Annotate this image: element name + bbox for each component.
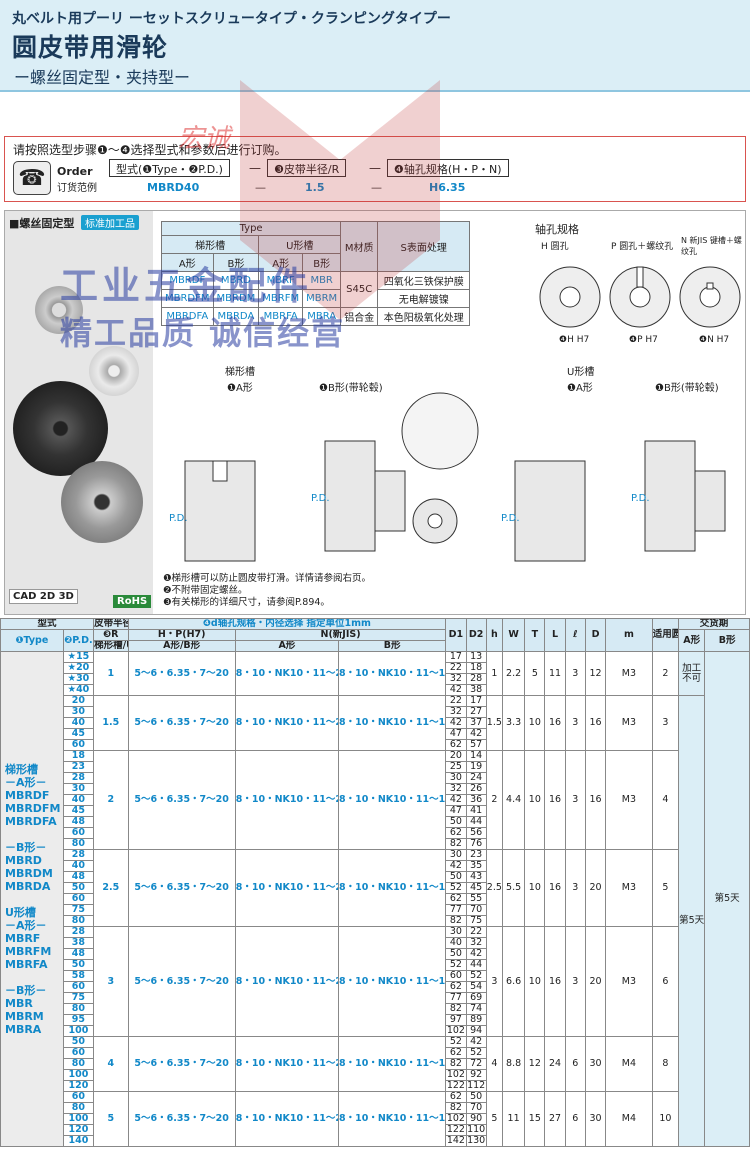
page-header: 丸ベルト用プーリ ーセットスクリュータイプ・クランピングタイプー 圆皮带用滑轮 …: [0, 0, 750, 92]
cad-badge[interactable]: CAD 2D 3D: [9, 589, 78, 604]
svg-text:P.D.: P.D.: [501, 513, 520, 524]
example-radius: 1.5: [305, 181, 325, 194]
order-label-cn: 订货范例: [57, 183, 97, 194]
type-pd-box: 型式(❶Type・❷P.D.): [109, 159, 230, 177]
shaft-spec: 轴孔规格 H 圆孔 P 圆孔＋螺纹孔 N 新JIS 键槽＋螺纹孔 ❹H H7 ❹…: [535, 221, 745, 345]
rohs-badge: RoHS: [113, 595, 152, 608]
pulley-photo-4: [61, 461, 143, 543]
order-label-en: Order: [57, 165, 93, 178]
order-example-panel: 请按照选型步骤❶～❹选择型式和参数后进行订购。 ☎ Order 订货范例 型式(…: [4, 136, 746, 202]
shaft-hole-drawings: [539, 266, 741, 328]
example-bore: H6.35: [429, 181, 466, 194]
spec-table: 型式皮带半径❹d轴孔规格・内径选择 指定单位1mmD1D2hWTLℓDm适用圆皮…: [0, 618, 750, 1147]
notes: ❶梯形槽可以防止圆皮带打滑。详情请参阅右页。❷不附带固定螺丝。❸有关梯形的详细尺…: [163, 573, 372, 608]
pulley-photo-1: [35, 286, 83, 334]
standard-badge: 标准加工品: [81, 215, 139, 230]
radius-box: ❸皮带半径/R: [267, 159, 347, 177]
example-type: MBRD40: [147, 181, 200, 194]
product-section: ■螺丝固定型 标准加工品 CAD 2D 3D RoHS Type M材质 S表面…: [4, 210, 746, 615]
watermark-line2: 精工品质 诚信经营: [60, 314, 346, 352]
table-row: 梯形槽 －A形－ MBRDF MBRDFM MBRDFA －B形－ MBRD M…: [0, 651, 750, 1147]
phone-icon: ☎: [13, 161, 51, 195]
svg-text:P.D.: P.D.: [311, 493, 330, 504]
japanese-title: 丸ベルト用プーリ ーセットスクリュータイプ・クランピングタイプー: [12, 11, 451, 27]
order-hint: 请按照选型步骤❶～❹选择型式和参数后进行订购。: [13, 143, 287, 157]
pulley-drawings: P.D. P.D. P.D. P.D.: [169, 392, 726, 562]
watermark-line1: 工业五金配件: [60, 264, 313, 308]
page-subtitle: ー螺丝固定型・夹持型ー: [14, 68, 191, 87]
pulley-photo-3: [13, 381, 108, 476]
type-table: Type M材质 S表面处理 梯形槽U形槽 A形B形A形B形 MBRDFMBRD…: [160, 221, 471, 326]
table-row: 型式皮带半径❹d轴孔规格・内径选择 指定单位1mmD1D2hWTLℓDm适用圆皮…: [0, 618, 750, 652]
svg-text:P.D.: P.D.: [169, 513, 188, 524]
page-title: 圆皮带用滑轮: [12, 33, 169, 62]
section-title: ■螺丝固定型: [9, 217, 75, 230]
watermark-logo: [240, 80, 440, 320]
svg-text:P.D.: P.D.: [631, 493, 650, 504]
product-sidebar: ■螺丝固定型 标准加工品 CAD 2D 3D RoHS: [5, 211, 153, 614]
watermark-seal: 宏诚: [178, 124, 231, 154]
pulley-photo-2: [89, 346, 139, 396]
bore-box: ❹轴孔规格(H・P・N): [387, 159, 509, 177]
